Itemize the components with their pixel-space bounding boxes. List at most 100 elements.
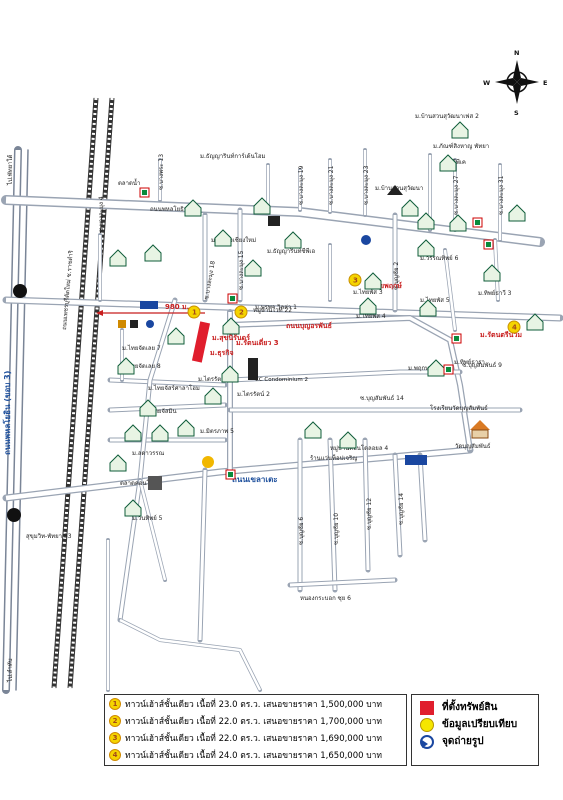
village-label: ตลาดน้ำ <box>118 177 140 187</box>
subject-property: ม.ธุรกิจ <box>191 321 234 363</box>
property-square-icon <box>420 700 434 715</box>
village-label: ม.พฤกษา 90 <box>408 365 442 372</box>
soi-label: ซ.บุญชัย 14 <box>398 493 405 525</box>
soi-label: ซ.บุญสัมพันธ์ 9 <box>462 361 502 369</box>
road-label-rail-side: ถนนเพชรบุรีตัดใหม่ ซ.ราชดำริ <box>60 249 75 330</box>
condo-label: CC Condominium 2 <box>255 377 308 383</box>
svg-text:4: 4 <box>512 324 517 332</box>
comparable-markers: 1 2 3 4 <box>187 273 521 334</box>
legend-marker-icon: 1 <box>109 698 121 710</box>
village-label: ม.ไทยจัสมิน <box>145 407 177 415</box>
building-icon <box>140 301 158 309</box>
highway-junction-marker <box>13 284 27 298</box>
legend-marker-icon: 2 <box>109 715 121 727</box>
comparable-marker-3: 3 <box>348 273 362 287</box>
legend-text: ทาวน์เฮ้าส์ชั้นเดียว เนื้อที่ 22.0 ตร.ว.… <box>125 734 382 744</box>
compass-n: N <box>514 49 519 57</box>
village-label: ม.ทีพีเค <box>446 158 466 166</box>
road-label-to-phahon: ไป.พัทยาใต้ <box>6 155 14 186</box>
village-label: หนองกระบอก ซุย 6 <box>300 595 351 602</box>
soi-label: ซ.บางละมุง 27 <box>453 175 460 215</box>
village-label: ม.ธัญญารินท์ชีพีเอ <box>267 247 315 255</box>
village-label: ม.ไทยจัสร์ศาลาโฮม <box>148 384 200 392</box>
road-network <box>1 148 563 692</box>
village-label: ม.ไทยจัดเลย 7 <box>122 344 161 352</box>
road-label-to-bangna: ไป.ลำทับ <box>6 658 14 683</box>
legend-text: ทาวน์เฮ้าส์ชั้นเดียว เนื้อที่ 22.0 ตร.ว.… <box>125 717 382 727</box>
soi-label: ซ.บางละมุง 31 <box>498 175 505 215</box>
comparable-marker-1: 1 <box>187 305 201 319</box>
village-label-red: ม.รัตนตรีน่วม <box>480 331 522 339</box>
village-label: ตลาดคอนโด <box>120 479 154 487</box>
road-label-main: ถนนพหลโยธิน (ขอบ 3) <box>2 371 12 455</box>
village-label: ม.วรรณทิพย์ 6 <box>420 254 459 262</box>
building-icon <box>202 456 214 468</box>
camera-direction-icon <box>420 734 434 749</box>
village-label: ม.ภัณฑ์สิงหาญ พัทยา <box>433 142 489 150</box>
condo-icon <box>248 358 258 380</box>
key-label: จุดถ่ายรูป <box>442 736 484 747</box>
key-row-photo: จุดถ่ายรูป <box>420 733 538 750</box>
svg-text:3: 3 <box>353 277 358 285</box>
village-label: ม.รัตนเดี่ยว 3 <box>236 337 279 347</box>
village-label: ม.ไทยพัส 5 <box>420 296 450 304</box>
soi-label: ซ.บางละมุง 21 <box>328 165 335 205</box>
house-icons <box>109 121 544 517</box>
village-label: ม.ทิพย์ธารา <box>454 358 485 366</box>
soi-label: ซ.บุญชัย 10 <box>333 513 340 545</box>
village-label: ม.มณีวังเชียงใหม่ <box>211 236 256 244</box>
village-label: ร้านแว่นท็อปเจริญ <box>310 453 357 462</box>
distance-label: 980 ม. <box>165 303 189 311</box>
building-icon <box>148 476 162 490</box>
soi-label: ซ.บางละมุง 4 <box>98 196 105 232</box>
road-label-bangkhae: ถนนเขลาเตะ <box>232 475 278 484</box>
highway-junction-marker <box>7 508 21 522</box>
key-label: ข้อมูลเปรียบเทียบ <box>442 719 518 730</box>
compass-s: S <box>514 109 519 117</box>
road-label-bupha: ถนนบุญอรพันธ์ <box>286 321 332 330</box>
village-label: ม.วันทิพย์ 5 <box>132 514 163 522</box>
road-label-sukhumvit83: สุขุมวิท-พัทยา 83 <box>26 533 72 540</box>
village-label: ม.ไทยพัส 3 <box>353 288 383 296</box>
legend-row-4: 4 ทาวน์เฮ้าส์ชั้นเดียว เนื้อที่ 24.0 ตร.… <box>105 747 406 763</box>
subject-property-label: ม.ธุรกิจ <box>210 349 234 357</box>
comparable-marker-2: 2 <box>234 305 248 319</box>
building-icon <box>361 235 371 245</box>
soi-label: ซ.บางพระ 13 <box>158 154 165 190</box>
svg-text:2: 2 <box>239 309 244 317</box>
key-row-property: ที่ตั้งทรัพย์สิน <box>420 699 538 716</box>
village-label: โรงเรียนวัดบุญสัมพันธ์ <box>430 404 488 412</box>
village-label: หมู่บ้านไวท์ 22 <box>253 306 292 314</box>
village-label-red: ม.สุขนิรันดร์ <box>212 333 250 342</box>
village-label: ม.ไตรรัตน์ 1 <box>198 375 231 383</box>
legend-marker-icon: 4 <box>109 749 121 761</box>
building-icon <box>130 320 138 328</box>
compass-w: W <box>483 79 490 87</box>
svg-text:1: 1 <box>192 309 197 317</box>
legend-row-3: 3 ทาวน์เฮ้าส์ชั้นเดียว เนื้อที่ 22.0 ตร.… <box>105 730 406 746</box>
village-label: ม.บุรพา วิลล่า 1 <box>255 304 297 311</box>
building-icon <box>146 320 154 328</box>
legend-row-2: 2 ทาวน์เฮ้าส์ชั้นเดียว เนื้อที่ 22.0 ตร.… <box>105 713 406 729</box>
road-label-phetchaburi: ถนนพหลโยธิน <box>150 205 188 213</box>
village-label-red: ม.ชัยพฤกษ์ <box>368 281 402 290</box>
railway-line <box>51 97 115 689</box>
soi-label: ซ.บุญชัย 2 <box>393 262 400 290</box>
village-label: ม.ไทยพัส 4 <box>356 312 386 320</box>
main-highway <box>2 146 29 694</box>
comparable-marker-4: 4 <box>507 320 521 334</box>
soi-label: ซ.บางละมุง 15 <box>238 250 245 290</box>
village-label: วัดบุญสัมพันธ์ <box>455 442 491 450</box>
store-icons <box>139 187 494 480</box>
building-icon <box>268 216 280 226</box>
temple-icon <box>387 185 403 195</box>
soi-label: ซ.บางละมุง 19 <box>298 165 305 205</box>
legend-text: ทาวน์เฮ้าส์ชั้นเดียว เนื้อที่ 24.0 ตร.ว.… <box>125 751 382 761</box>
distance-arrow: 980 ม. <box>96 303 205 316</box>
legend-text: ทาวน์เฮ้าส์ชั้นเดียว เนื้อที่ 23.0 ตร.ว.… <box>125 700 382 710</box>
village-label: ม.มิตรภาพ 5 <box>200 428 234 435</box>
soi-label: ซ.บุญสัมพันธ์ 14 <box>360 394 404 402</box>
soi-label: ซ.บุญชัย 12 <box>366 498 373 530</box>
temple-icon <box>470 420 490 439</box>
